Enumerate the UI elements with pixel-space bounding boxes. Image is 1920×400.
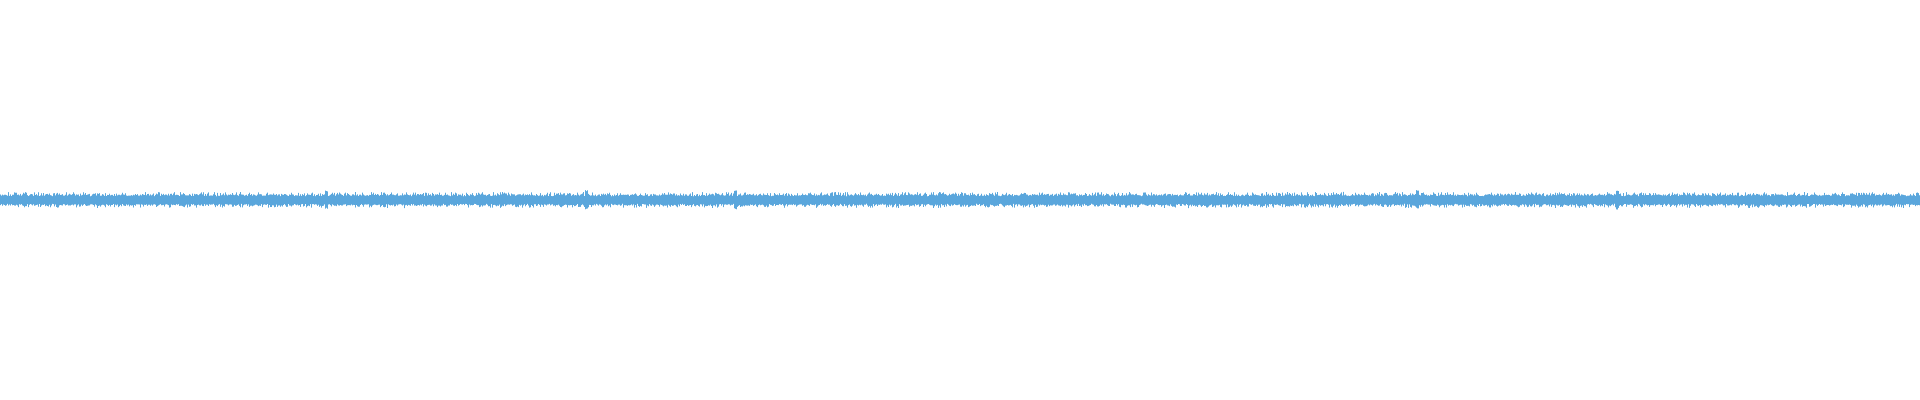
waveform-trace (0, 190, 1920, 210)
waveform-core-band (0, 196, 1920, 204)
